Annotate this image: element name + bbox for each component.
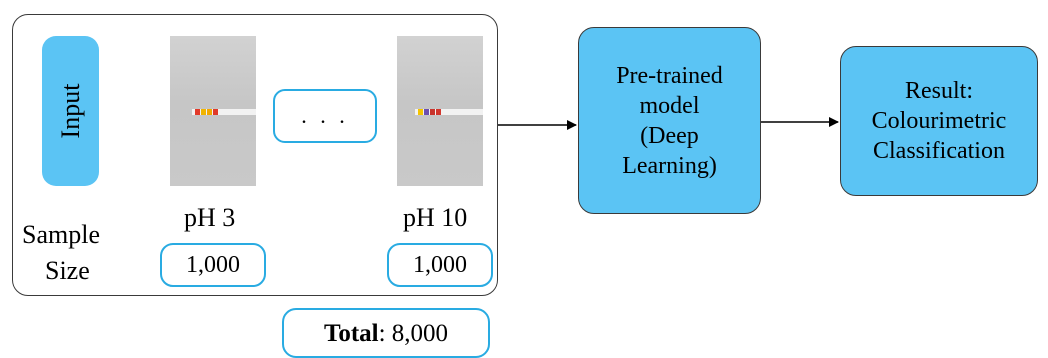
model-line1: Pre-trained: [616, 62, 723, 89]
indicator-pad: [213, 109, 218, 115]
model-line3: (Deep: [640, 122, 699, 149]
sample-size-label-line2: Size: [45, 256, 90, 285]
result-line3: Classification: [873, 138, 1005, 164]
model-line2: model: [639, 92, 700, 119]
test-strip: [415, 109, 483, 115]
indicator-pad: [195, 109, 200, 115]
ellipsis: . . .: [301, 103, 349, 128]
test-strip: [192, 109, 256, 115]
indicator-pad: [430, 109, 435, 115]
ph10-count: 1,000: [387, 243, 493, 287]
ph3-label: pH 3: [184, 203, 236, 232]
model-line4: Learning): [622, 152, 717, 179]
ph10-label: pH 10: [403, 203, 468, 232]
sample-size-label-line1: Sample: [22, 220, 100, 249]
input-pill: Input: [42, 36, 99, 186]
ph3-count: 1,000: [160, 243, 266, 287]
ph10-strip-image: [397, 36, 483, 186]
indicator-pad: [436, 109, 441, 115]
result-line2: Colourimetric: [871, 108, 1007, 134]
total-box: Total: 8,000: [282, 308, 490, 358]
total-label: Total: [323, 320, 379, 347]
indicator-pad: [424, 109, 429, 115]
indicator-pad: [201, 109, 206, 115]
more-samples-box: . . .: [273, 89, 377, 143]
total-value: : 8,000: [378, 320, 449, 347]
pretrained-model-node: Pre-trained model (Deep Learning): [578, 27, 761, 214]
result-line1: Result:: [904, 78, 973, 104]
result-node: Result: Colourimetric Classification: [840, 46, 1038, 196]
ph3-strip-image: [170, 36, 256, 186]
indicator-pad: [418, 109, 423, 115]
indicator-pad: [207, 109, 212, 115]
